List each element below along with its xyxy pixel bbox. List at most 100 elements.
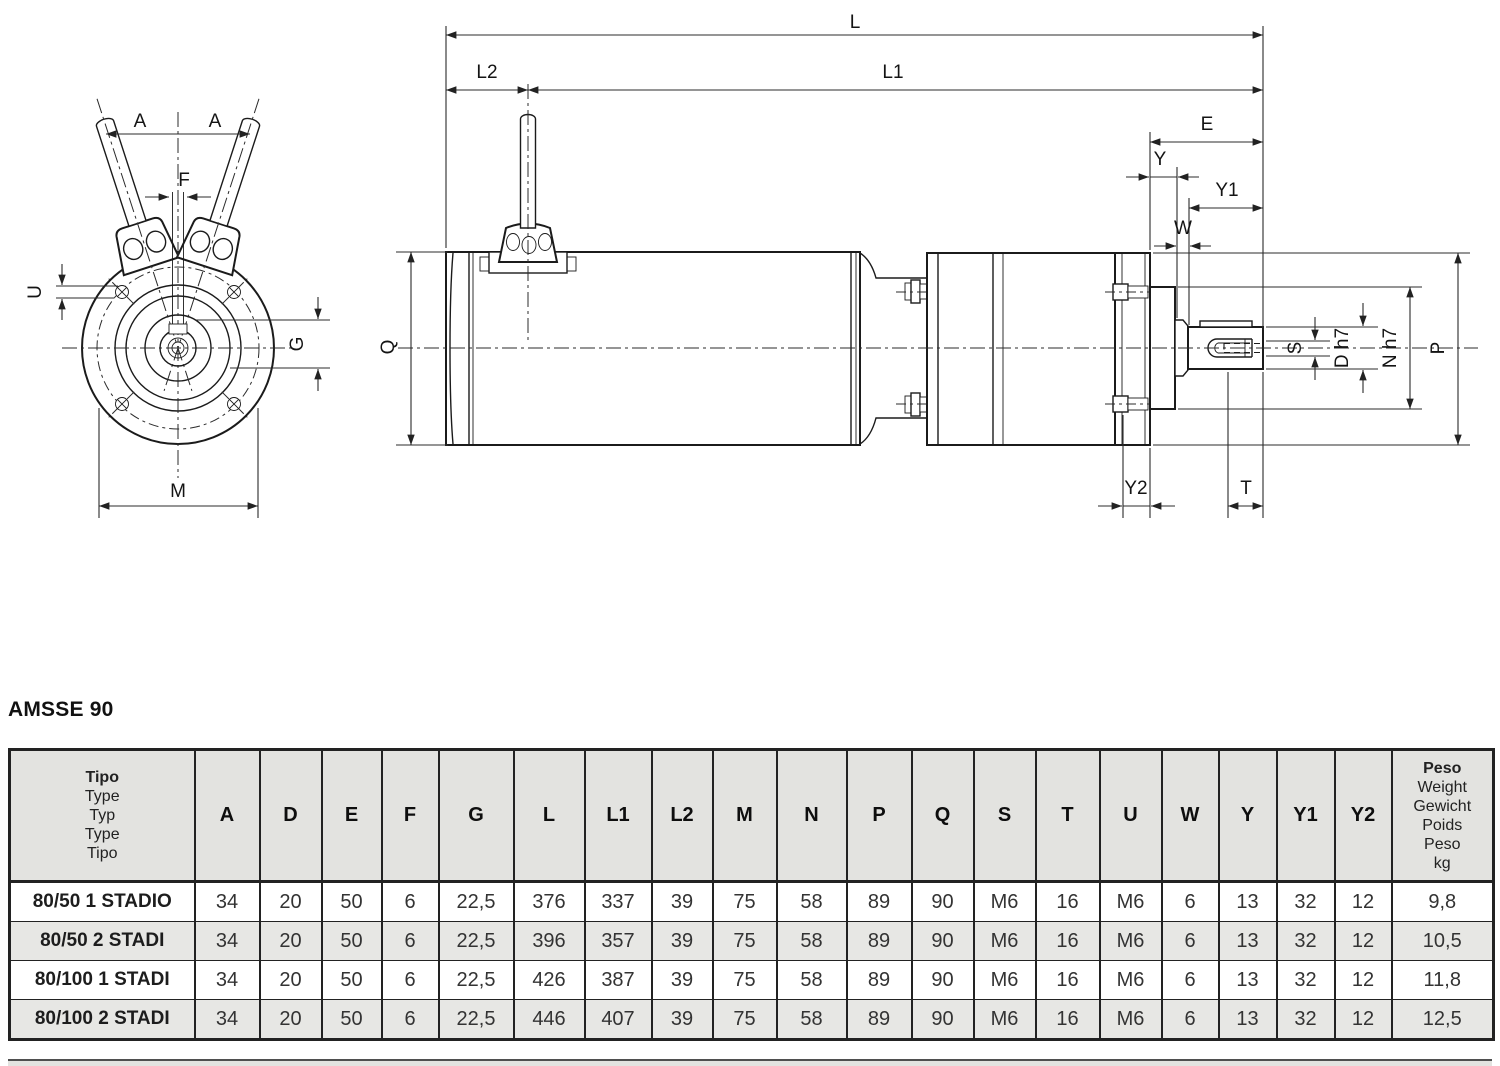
cell-y2: 12 bbox=[1333, 881, 1393, 922]
cell-peso: 10,5 bbox=[1390, 921, 1495, 961]
col-header-e: E bbox=[320, 748, 383, 883]
dim-label-l1: L1 bbox=[882, 62, 903, 83]
cell-d: 20 bbox=[258, 881, 323, 922]
front-view: A A F U G bbox=[25, 98, 330, 518]
cell-s: M6 bbox=[972, 881, 1037, 922]
cell-p: 89 bbox=[845, 960, 913, 1000]
dim-label-p: P bbox=[1428, 342, 1449, 355]
cell-f: 6 bbox=[380, 921, 440, 961]
cell-a: 34 bbox=[193, 921, 261, 961]
dim-E: E bbox=[1149, 114, 1264, 250]
mounting-bolt-bottom bbox=[896, 392, 936, 417]
col-header-l: L bbox=[512, 748, 586, 883]
col-header-l1: L1 bbox=[583, 748, 653, 883]
technical-drawing: A A F U G bbox=[25, 12, 1478, 518]
dim-A: A A bbox=[105, 111, 251, 138]
dim-label-y1: Y1 bbox=[1215, 180, 1238, 201]
cell-s: M6 bbox=[972, 999, 1037, 1040]
cell-f: 6 bbox=[380, 999, 440, 1040]
cell-a: 34 bbox=[193, 960, 261, 1000]
dim-label-m: M bbox=[170, 481, 186, 502]
dim-Q: Q bbox=[378, 251, 448, 446]
dim-label-g: G bbox=[287, 337, 308, 352]
col-header-y2: Y2 bbox=[1333, 748, 1393, 883]
cell-d: 20 bbox=[258, 960, 323, 1000]
col-header-d: D bbox=[258, 748, 323, 883]
flange-screw-top bbox=[1105, 283, 1162, 301]
cell-s: M6 bbox=[972, 960, 1037, 1000]
cell-u: M6 bbox=[1098, 921, 1163, 961]
dim-label-d-h7: D h7 bbox=[1332, 328, 1353, 368]
cell-m: 75 bbox=[711, 881, 778, 922]
dim-label-y2: Y2 bbox=[1124, 478, 1147, 499]
dim-L: L bbox=[445, 12, 1264, 330]
cell-t: 16 bbox=[1034, 921, 1101, 961]
cell-tipo: 80/50 1 STADIO bbox=[8, 881, 196, 922]
cell-p: 89 bbox=[845, 921, 913, 961]
cell-l1: 407 bbox=[583, 999, 653, 1040]
dim-D-h7: D h7 bbox=[1266, 303, 1378, 393]
dim-Y: Y bbox=[1126, 149, 1199, 318]
cell-l: 446 bbox=[512, 999, 586, 1040]
cell-y1: 32 bbox=[1275, 999, 1336, 1040]
dim-N-h7: N h7 bbox=[1178, 286, 1422, 410]
dim-label-s: S bbox=[1285, 342, 1306, 355]
cell-l2: 39 bbox=[650, 921, 714, 961]
cell-p: 89 bbox=[845, 999, 913, 1040]
dim-U: U bbox=[25, 264, 118, 320]
dim-L2: L2 bbox=[445, 62, 529, 94]
cell-peso: 12,5 bbox=[1390, 999, 1495, 1040]
next-table-edge bbox=[8, 1059, 1492, 1066]
cell-peso: 9,8 bbox=[1390, 881, 1495, 922]
cell-a: 34 bbox=[193, 881, 261, 922]
side-view: L L2 L1 E Y bbox=[378, 12, 1478, 518]
cell-y1: 32 bbox=[1275, 921, 1336, 961]
mounting-bolt-top bbox=[896, 279, 936, 304]
cell-q: 90 bbox=[910, 881, 975, 922]
dim-label-e: E bbox=[1201, 114, 1214, 135]
cell-y1: 32 bbox=[1275, 881, 1336, 922]
cell-d: 20 bbox=[258, 999, 323, 1040]
cell-l2: 39 bbox=[650, 881, 714, 922]
col-header-t: T bbox=[1034, 748, 1101, 883]
dim-L1: L1 bbox=[527, 62, 1264, 94]
cell-l1: 357 bbox=[583, 921, 653, 961]
cell-t: 16 bbox=[1034, 999, 1101, 1040]
cell-peso: 11,8 bbox=[1390, 960, 1495, 1000]
cell-t: 16 bbox=[1034, 960, 1101, 1000]
cell-m: 75 bbox=[711, 921, 778, 961]
col-header-p: P bbox=[845, 748, 913, 883]
col-header-w: W bbox=[1160, 748, 1220, 883]
cell-e: 50 bbox=[320, 881, 383, 922]
cell-w: 6 bbox=[1160, 921, 1220, 961]
cell-g: 22,5 bbox=[437, 881, 515, 922]
dim-label-w: W bbox=[1174, 218, 1192, 239]
dim-Y2: Y2 bbox=[1098, 415, 1175, 518]
cell-y: 13 bbox=[1217, 881, 1278, 922]
cell-u: M6 bbox=[1098, 881, 1163, 922]
cell-l2: 39 bbox=[650, 960, 714, 1000]
cell-y: 13 bbox=[1217, 921, 1278, 961]
dim-label-l: L bbox=[850, 12, 861, 33]
dim-label-t: T bbox=[1240, 478, 1252, 499]
cell-y2: 12 bbox=[1333, 999, 1393, 1040]
cell-y1: 32 bbox=[1275, 960, 1336, 1000]
dim-label-u: U bbox=[25, 285, 46, 299]
cell-e: 50 bbox=[320, 960, 383, 1000]
cell-q: 90 bbox=[910, 999, 975, 1040]
cell-w: 6 bbox=[1160, 960, 1220, 1000]
cell-e: 50 bbox=[320, 999, 383, 1040]
cell-l: 376 bbox=[512, 881, 586, 922]
cell-l2: 39 bbox=[650, 999, 714, 1040]
col-header-q: Q bbox=[910, 748, 975, 883]
cell-w: 6 bbox=[1160, 999, 1220, 1040]
cell-w: 6 bbox=[1160, 881, 1220, 922]
cell-l: 426 bbox=[512, 960, 586, 1000]
cell-f: 6 bbox=[380, 960, 440, 1000]
cell-tipo: 80/100 2 STADI bbox=[8, 999, 196, 1040]
